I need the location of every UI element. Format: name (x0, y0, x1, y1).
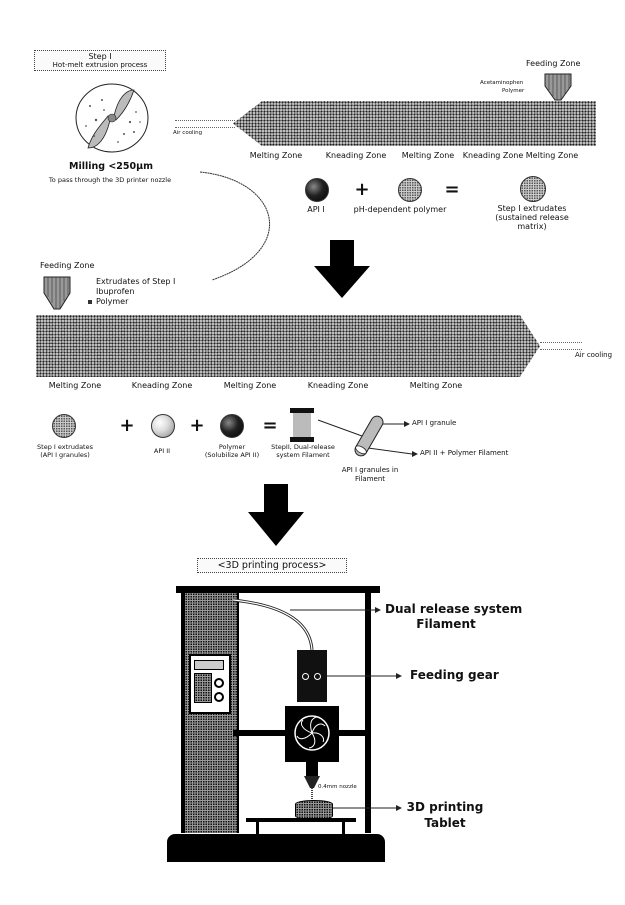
feeding-gear-2-icon (314, 673, 321, 680)
fan-icon (293, 714, 331, 752)
callout-tablet-2: Tablet (424, 817, 465, 830)
callout-filament-2: Filament (416, 618, 475, 631)
callout-filament-1: Dual release system (385, 603, 522, 616)
build-plate-leg-left (256, 822, 259, 834)
callout-tablet-1: 3D printing (407, 801, 484, 814)
callout-feeding-gear: Feeding gear (410, 669, 499, 682)
printer-base (167, 834, 385, 862)
nozzle-icon (298, 762, 326, 802)
build-plate-leg-right (342, 822, 345, 834)
feeding-gear-1-icon (302, 673, 309, 680)
nozzle-label: 0.4mm nozzle (318, 784, 357, 790)
printed-tablet (295, 800, 333, 820)
build-plate (246, 818, 356, 822)
